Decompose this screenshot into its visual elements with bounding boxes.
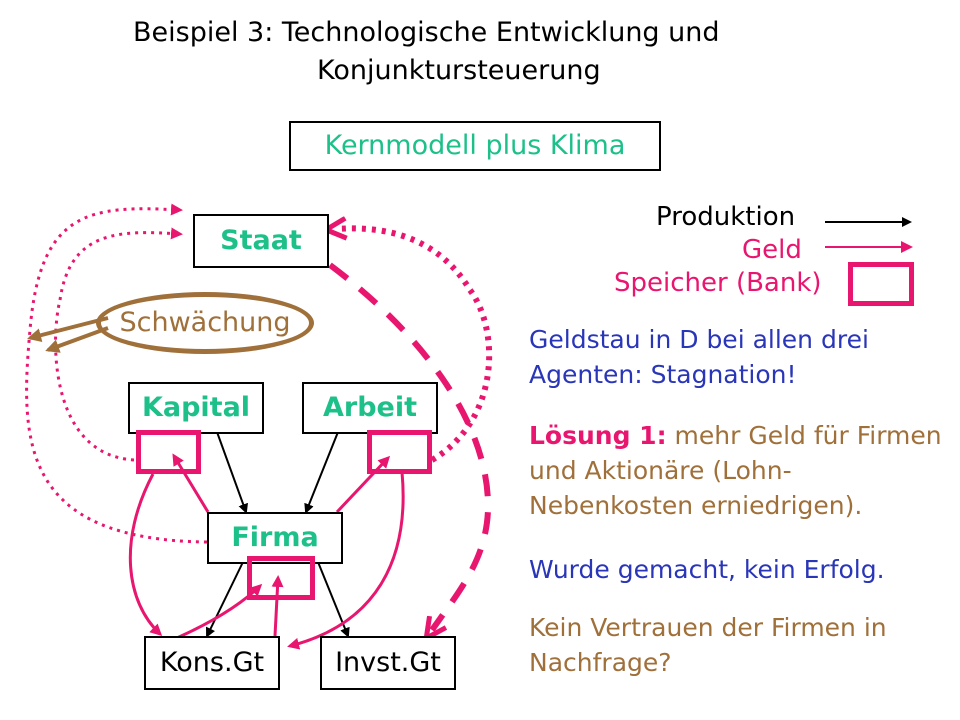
money-firma-arbeit [335,455,391,514]
brown-arrow-2 [45,326,109,353]
node-invst: Invst.Gt [320,636,456,690]
dotted-arbeit-staat [336,228,493,463]
arrow-kapital-firma [216,431,248,514]
money-invst-firma [271,575,284,637]
node-kons: Kons.Gt [144,636,280,690]
brown-arrow-1 [27,316,109,343]
money-arbeit-kons [287,471,405,650]
money-firma-kapital [172,453,210,513]
legend-produktion: Produktion [656,202,796,232]
subtitle-box: Kernmodell plus Klima [289,121,661,171]
arrow-firma-kons [206,561,244,638]
text-wurde-gemacht: Wurde gemacht, kein Erfolg. [529,555,885,584]
text-geldstau: Geldstau in D bei allen drei Agenten: St… [529,325,869,389]
money-kons-firma [151,476,168,640]
node-kapital: Kapital [128,382,264,434]
arrow-arbeit-firma [304,431,339,514]
node-firma: Firma [207,512,343,564]
bank-kapital [136,430,201,474]
bank-arbeit [367,430,432,474]
bank-firma [247,556,315,600]
title-line-1: Beispiel 3: Technologische Entwicklung u… [133,17,720,48]
dotted-firma-staat [25,203,208,544]
node-schwaechung: Schwächung [96,292,314,354]
text-kein-vertrauen: Kein Vertrauen der Firmen in Nachfrage? [529,613,887,677]
node-staat: Staat [193,214,329,268]
dashed-staat-invst [328,262,492,630]
legend-geld: Geld [742,235,802,265]
node-arbeit: Arbeit [302,382,438,434]
arrow-firma-invst [317,561,350,638]
text-loesung-label: Lösung 1: [529,421,667,450]
legend-speicher: Speicher (Bank) [614,268,822,298]
title-line-2: Konjunktursteuerung [317,55,601,86]
text-loesung-body: mehr Geld für Firmen und Aktionäre (Lohn… [529,421,942,520]
money-kapital-kons [128,473,163,637]
text-loesung: Lösung 1: mehr Geld für Firmen und Aktio… [529,418,949,523]
legend-speicher-box [848,262,914,306]
